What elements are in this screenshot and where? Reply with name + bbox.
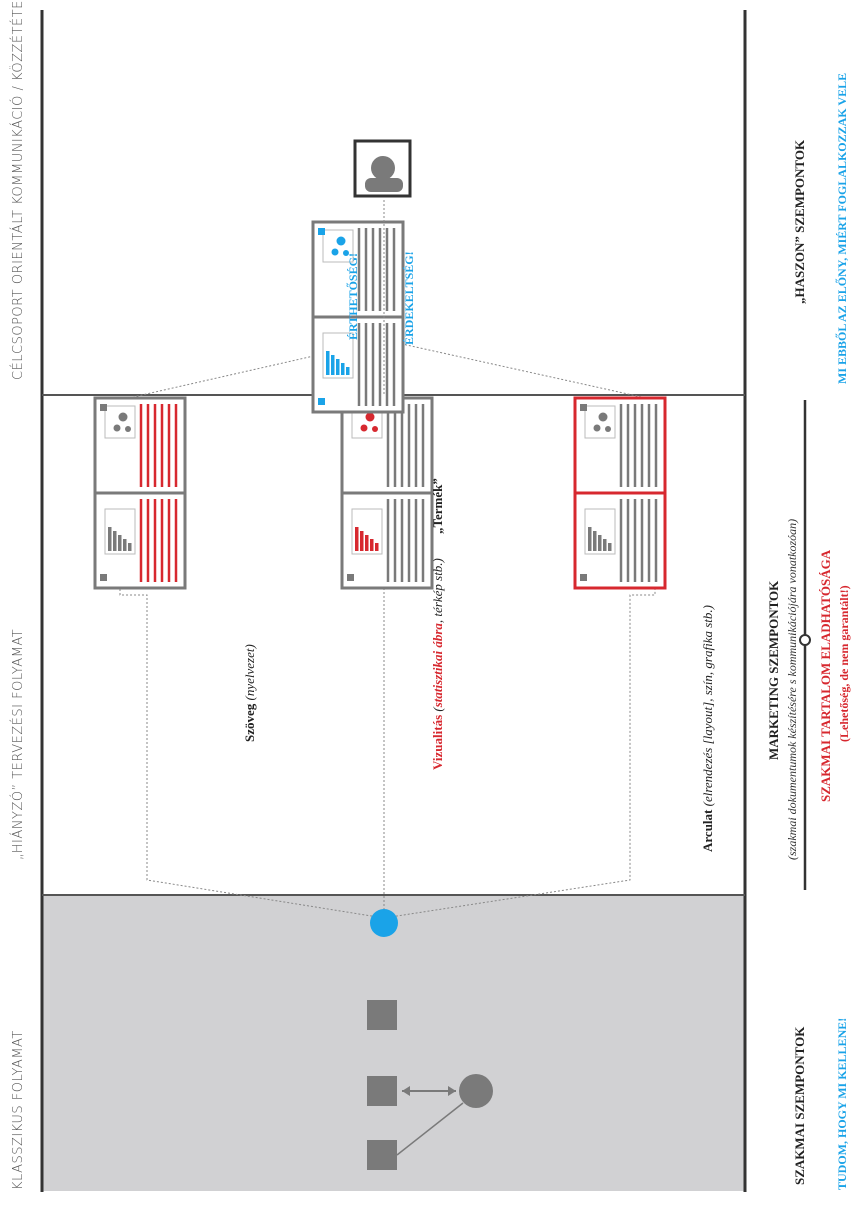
document-icon <box>347 574 354 581</box>
bar-chart-icon <box>322 332 354 379</box>
header-target: CÉLCSOPORT ORIENTÁLT KOMMUNIKÁCIÓ / KÖZZ… <box>10 0 26 380</box>
person-icon <box>353 139 412 198</box>
document-icon <box>318 228 325 235</box>
label-interest: ÉRDEKELTSÉG! <box>402 251 416 345</box>
doc-spread-visual <box>340 396 434 590</box>
doc-spread-text <box>93 396 187 590</box>
document-icon <box>100 574 107 581</box>
label-identity: Arculat (elrendezés [layout], szín, graf… <box>700 605 715 852</box>
bar-chart-icon <box>584 508 616 555</box>
bubble-chart-icon <box>584 405 616 439</box>
label-clarity: ÉRTHETŐSÉG! <box>345 253 360 340</box>
label-professional-sub: TUDOM, HOGY MI KELLENE! <box>835 1018 849 1190</box>
bar-chart-icon <box>104 508 136 555</box>
label-professional: SZAKMAI SZEMPONTOK <box>792 1026 807 1185</box>
label-visual: Vizualitás (statisztikai ábra, térkép st… <box>430 558 445 770</box>
label-marketing: MARKETING SZEMPONTOK <box>766 580 781 760</box>
label-benefit: „HASZON” SZEMPONTOK <box>792 139 807 304</box>
document-icon <box>580 574 587 581</box>
document-icon <box>580 404 587 411</box>
bar-chart-icon <box>351 508 383 555</box>
process-step-3 <box>367 1000 397 1030</box>
label-benefit-sub: MI EBBŐL AZ ELŐNY, MIÉRT FOGLALKOZZAK VE… <box>834 73 849 384</box>
label-marketing-sub: (szakmai dokumentumok készítésére s komm… <box>785 519 799 860</box>
label-sellability-sub: (Lehetőség, de nem garantált!) <box>837 585 851 742</box>
bubble-chart-icon <box>104 405 136 439</box>
header-classic: KLASSZIKUS FOLYAMAT <box>11 1030 26 1190</box>
node-start <box>370 909 398 937</box>
label-product: „Termék” <box>430 478 445 534</box>
doc-spread-identity <box>573 396 667 590</box>
document-icon <box>318 398 325 405</box>
process-step-2 <box>367 1076 397 1106</box>
header-missing: „HIÁNYZÓ” TERVEZÉSI FOLYAMAT <box>10 629 26 860</box>
classic-process-icons <box>367 1000 493 1170</box>
label-sellability: SZAKMAI TARTALOM ELADHATÓSÁGA <box>818 549 833 802</box>
doc-spread-product <box>311 220 405 414</box>
label-text-main: Szöveg (nyelvezet) <box>242 644 257 742</box>
document-icon <box>100 404 107 411</box>
bubble-chart-icon <box>322 229 354 263</box>
process-step-1 <box>367 1140 397 1170</box>
marketing-axis-center <box>799 634 811 646</box>
person-icon <box>459 1074 493 1108</box>
